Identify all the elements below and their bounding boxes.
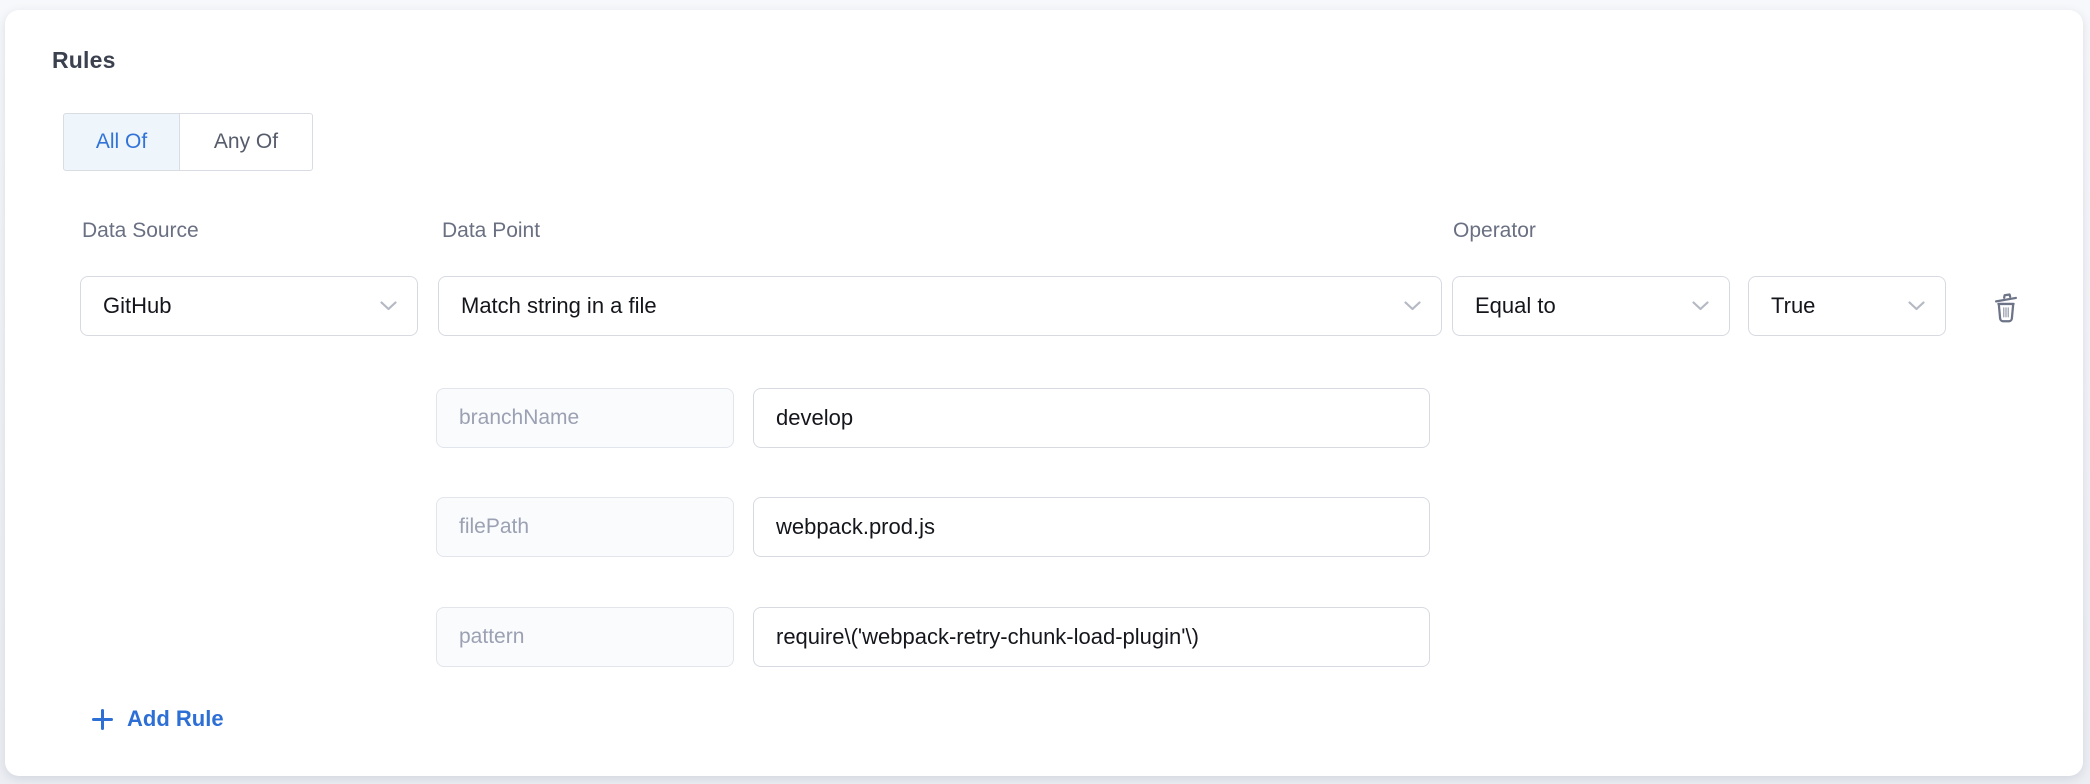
chevron-down-icon xyxy=(1908,301,1925,311)
add-rule-label: Add Rule xyxy=(127,706,224,731)
operator-select[interactable]: Equal to xyxy=(1452,276,1730,336)
parameter-value-input-filepath[interactable] xyxy=(753,497,1430,557)
data-point-select[interactable]: Match string in a file xyxy=(438,276,1442,336)
trash-icon xyxy=(1990,290,2022,327)
parameter-key-pattern: pattern xyxy=(436,607,734,667)
chevron-down-icon xyxy=(1404,301,1421,311)
parameter-value-input-branchname[interactable] xyxy=(753,388,1430,448)
toggle-all-of[interactable]: All Of xyxy=(63,113,180,171)
data-point-label: Data Point xyxy=(442,219,541,242)
operator-label: Operator xyxy=(1453,219,1536,242)
parameter-key-filepath: filePath xyxy=(436,497,734,557)
match-type-toggle: All Of Any Of xyxy=(63,113,313,171)
add-rule-button[interactable]: Add Rule xyxy=(91,706,224,732)
data-point-value: Match string in a file xyxy=(461,293,657,318)
plus-icon xyxy=(91,708,114,731)
chevron-down-icon xyxy=(380,301,397,311)
data-source-label: Data Source xyxy=(82,219,199,242)
toggle-any-of[interactable]: Any Of xyxy=(180,113,313,171)
delete-rule-button[interactable] xyxy=(1987,289,2025,327)
chevron-down-icon xyxy=(1692,301,1709,311)
data-source-select[interactable]: GitHub xyxy=(80,276,418,336)
data-source-value: GitHub xyxy=(103,293,172,318)
parameter-value-input-pattern[interactable] xyxy=(753,607,1430,667)
operator-value: Equal to xyxy=(1475,293,1556,318)
expected-value-select[interactable]: True xyxy=(1748,276,1946,336)
parameter-key-branchname: branchName xyxy=(436,388,734,448)
expected-value: True xyxy=(1771,293,1816,318)
rules-section-title: Rules xyxy=(52,47,116,73)
rules-card: Rules All Of Any Of Data Source Data Poi… xyxy=(5,10,2083,776)
